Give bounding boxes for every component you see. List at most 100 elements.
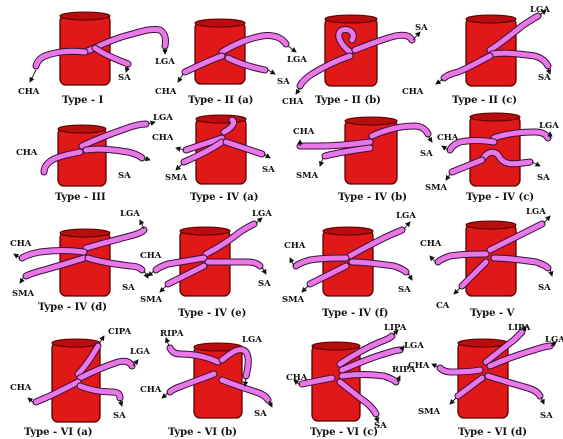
- aorta-top: [195, 19, 245, 27]
- aorta-top: [323, 227, 373, 235]
- pointer-arrow: [20, 277, 24, 283]
- label-sa: SA: [258, 279, 271, 289]
- aorta-top: [325, 15, 377, 23]
- caption-type-iv-d: Type - IV (d): [38, 302, 107, 313]
- aorta-top: [58, 125, 106, 133]
- pointer-arrow: [290, 258, 294, 266]
- pointer-arrow: [262, 267, 266, 274]
- caption-type-vi-c: Type - VI (c): [310, 427, 378, 438]
- caption-type-ii-a: Type - II (a): [188, 95, 253, 106]
- label-lga: LGA: [252, 209, 272, 219]
- label-sma: SMA: [165, 173, 188, 183]
- label-sma: SMA: [425, 183, 448, 193]
- label-lipa: LIPA: [508, 323, 531, 333]
- label-cipa: CIPA: [108, 327, 132, 337]
- panel-type-iv-a: CHA SMA SA Type - IV (a): [152, 115, 275, 203]
- label-sa: SA: [540, 411, 553, 421]
- label-cha: CHA: [282, 97, 304, 107]
- label-lga: LGA: [153, 113, 173, 123]
- pointer-arrow: [436, 79, 443, 84]
- label-cha: CHA: [408, 361, 430, 371]
- panel-type-ii-c: LGA CHA SA Type - II (c): [402, 5, 551, 106]
- label-ca: CA: [436, 301, 450, 311]
- pointer-arrow: [162, 393, 168, 398]
- pointer-arrow: [532, 162, 540, 166]
- panel-type-vi-a: CIPA LGA CHA SA Type - VI (a): [10, 327, 150, 438]
- label-cha: CHA: [152, 133, 174, 143]
- label-lipa: LIPA: [384, 323, 407, 333]
- label-sa: SA: [398, 285, 411, 295]
- panel-type-iv-c: CHA LGA SMA SA Type - IV (c): [425, 113, 559, 203]
- label-sa: SA: [537, 173, 550, 183]
- aorta-top: [180, 227, 230, 235]
- label-lga: LGA: [404, 341, 424, 351]
- label-lga: LGA: [242, 335, 262, 345]
- label-cha: CHA: [286, 373, 308, 383]
- caption-type-v: Type - V: [470, 308, 515, 319]
- label-sma: SMA: [296, 171, 319, 181]
- panel-type-iii: LGA CHA SA Type - III: [16, 113, 173, 203]
- panel-type-iv-f: LGA CHA SA SMA Type - IV (f): [282, 211, 416, 319]
- panel-type-iv-e: LGA CHA SA SMA Type - IV (e): [140, 209, 272, 319]
- pointer-arrow: [320, 158, 323, 166]
- caption-type-ii-c: Type - II (c): [452, 95, 517, 106]
- label-sa: SA: [420, 149, 433, 159]
- label-sma: SMA: [418, 407, 441, 417]
- label-sa: SA: [415, 23, 428, 33]
- pointer-arrow: [302, 286, 308, 292]
- pointer-arrow: [413, 32, 420, 40]
- label-sa: SA: [277, 77, 290, 87]
- label-lga: LGA: [396, 211, 416, 221]
- panel-type-iv-b: CHA SMA SA Type - IV (b): [293, 117, 433, 203]
- pointer-arrow: [264, 154, 270, 158]
- pointer-arrow: [148, 271, 154, 276]
- panel-type-i: CHA SA LGA Type - I: [18, 12, 175, 106]
- label-sa: SA: [122, 283, 135, 293]
- label-lga: LGA: [530, 5, 550, 15]
- pointer-arrow: [296, 88, 300, 94]
- label-sa: SA: [118, 73, 131, 83]
- pointer-arrow: [14, 254, 20, 258]
- pointer-arrow: [144, 271, 148, 278]
- panel-type-iv-d: LGA CHA SMA SA Type - IV (d): [10, 209, 148, 313]
- aorta-top: [345, 117, 397, 125]
- caption-type-iv-e: Type - IV (e): [178, 308, 246, 319]
- aorta-top: [466, 15, 516, 23]
- label-cha: CHA: [155, 87, 177, 97]
- caption-type-iv-c: Type - IV (c): [466, 192, 534, 203]
- label-sa: SA: [262, 165, 275, 175]
- aorta-top: [466, 221, 516, 229]
- pointer-arrow: [30, 70, 36, 82]
- label-cha: CHA: [10, 239, 32, 249]
- label-lga: LGA: [130, 347, 150, 357]
- label-cha: CHA: [437, 133, 459, 143]
- caption-type-vi-a: Type - VI (a): [24, 427, 92, 438]
- pointer-arrow: [404, 222, 410, 229]
- label-cha: CHA: [18, 87, 40, 97]
- label-cha: CHA: [293, 127, 315, 137]
- label-lga: LGA: [155, 57, 175, 67]
- label-lga: LGA: [526, 207, 546, 217]
- pointer-arrow: [446, 174, 450, 180]
- pointer-arrow: [432, 364, 438, 367]
- pointer-arrow: [99, 336, 104, 344]
- aorta-top: [312, 342, 360, 350]
- panel-type-ii-a: LGA CHA SA Type - II (a): [155, 19, 307, 106]
- aorta-top: [196, 115, 246, 123]
- pointer-arrow: [450, 398, 456, 404]
- aorta-top: [458, 339, 508, 347]
- pointer-arrow: [166, 338, 169, 346]
- label-lga: LGA: [120, 209, 140, 219]
- pointer-arrow: [454, 288, 460, 294]
- aorta-top: [60, 229, 110, 237]
- panel-type-vi-b: RIPA LGA CHA SA Type - VI (b): [140, 329, 272, 438]
- label-cha: CHA: [10, 383, 32, 393]
- label-lga: LGA: [545, 335, 563, 345]
- label-sa: SA: [538, 283, 551, 293]
- pointer-arrow: [544, 216, 550, 223]
- pointer-arrow: [408, 273, 412, 280]
- pointer-arrow: [160, 286, 166, 292]
- aorta-top: [470, 113, 520, 121]
- caption-type-iii: Type - III: [55, 192, 106, 203]
